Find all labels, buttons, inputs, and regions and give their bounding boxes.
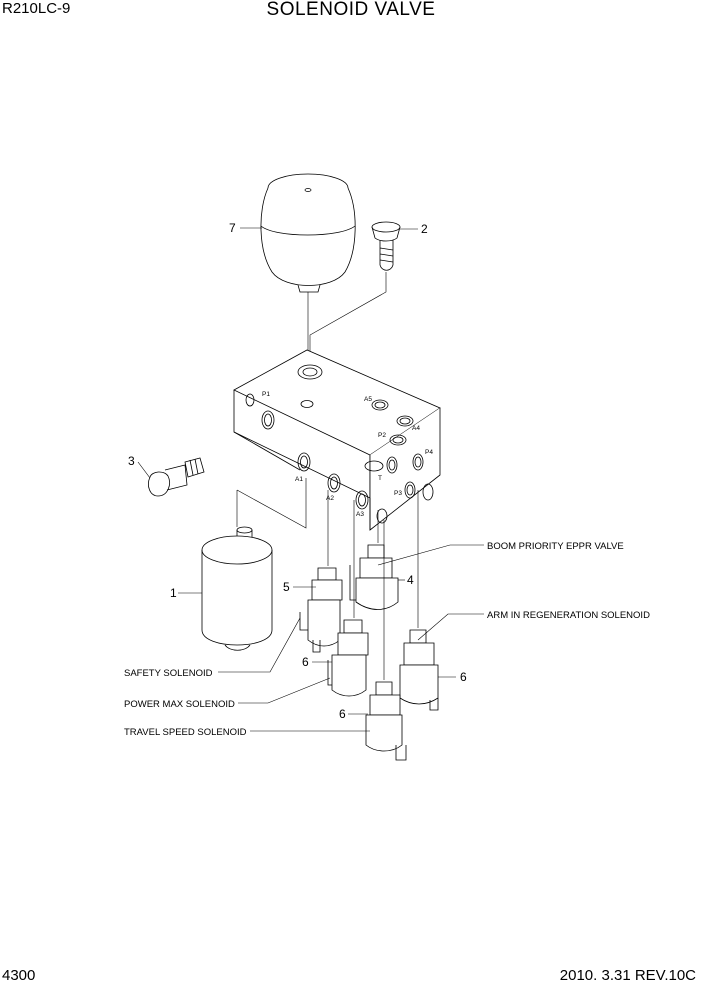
label-arm-regeneration-solenoid: ARM IN REGENERATION SOLENOID <box>487 610 650 621</box>
port-a3: A3 <box>356 511 364 518</box>
solenoid-5 <box>299 490 343 653</box>
callout-6-arm-regen: 6 <box>460 670 467 684</box>
valve-block <box>233 349 441 531</box>
label-boom-priority-eppr-valve: BOOM PRIORITY EPPR VALVE <box>487 541 624 552</box>
callout-6-power-max: 6 <box>302 655 309 669</box>
callout-4: 4 <box>407 573 414 587</box>
callout-6-travel: 6 <box>339 707 346 721</box>
model-code: R210LC-9 <box>2 0 71 17</box>
callout-7: 7 <box>229 221 236 235</box>
revision-date: 2010. 3.31 REV.10C <box>559 967 696 984</box>
page-title: SOLENOID VALVE <box>266 0 436 20</box>
port-p4: P4 <box>425 449 433 456</box>
port-a1: A1 <box>295 476 303 483</box>
label-travel-speed-solenoid: TRAVEL SPEED SOLENOID <box>124 727 247 738</box>
label-power-max-solenoid: POWER MAX SOLENOID <box>124 699 235 710</box>
solenoid-6b <box>399 490 439 711</box>
leader-lines <box>137 227 484 732</box>
plug-part <box>309 221 401 368</box>
solenoid-6c <box>365 520 407 761</box>
port-p3: P3 <box>394 490 402 497</box>
port-p2: P2 <box>378 432 386 439</box>
bolt-part <box>148 457 205 497</box>
port-a2: A2 <box>326 495 334 502</box>
port-p1: P1 <box>262 391 270 398</box>
callout-1: 1 <box>170 586 177 600</box>
callout-5: 5 <box>283 580 290 594</box>
page-number: 4300 <box>2 967 36 984</box>
callout-3: 3 <box>128 454 135 468</box>
filter-cartridge-part <box>201 478 307 651</box>
callout-2: 2 <box>421 222 428 236</box>
accumulator-part <box>260 173 356 365</box>
solenoid-6a <box>327 500 369 697</box>
port-a4: A4 <box>412 425 420 432</box>
label-safety-solenoid: SAFETY SOLENOID <box>124 668 213 679</box>
port-a5: A5 <box>364 396 372 403</box>
port-t: T <box>378 475 382 482</box>
